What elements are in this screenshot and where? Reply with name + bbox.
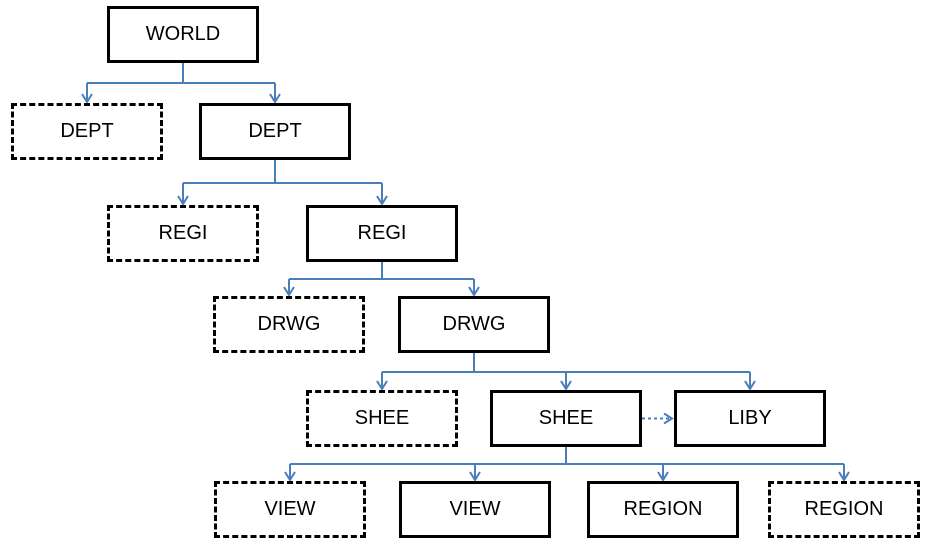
arrowhead [269,93,281,104]
node-view-solid: VIEW [399,481,551,538]
node-label: WORLD [145,23,221,45]
node-regi-dashed: REGI [107,205,259,262]
node-dept-dashed: DEPT [11,103,163,160]
node-world: WORLD [107,6,259,63]
node-drwg-dashed: DRWG [213,296,365,353]
arrowhead [283,286,295,297]
node-label: DEPT [248,120,302,142]
node-regi-solid: REGI [306,205,458,262]
node-label: VIEW [264,498,316,520]
node-shee-solid: SHEE [490,390,642,447]
node-region-dashed: REGION [768,481,920,538]
node-label: LIBY [728,407,772,429]
node-label: DRWG [442,313,506,335]
node-shee-dashed: SHEE [306,390,458,447]
arrowhead [81,93,93,104]
node-drwg-solid: DRWG [398,296,550,353]
node-label: SHEE [538,407,594,429]
node-view-dashed: VIEW [214,481,366,538]
node-label: REGION [623,498,703,520]
arrowhead [284,471,296,482]
arrowhead [376,195,388,206]
node-label: REGI [158,222,208,244]
node-label: DRWG [257,313,321,335]
node-label: REGION [804,498,884,520]
node-liby: LIBY [674,390,826,447]
arrowhead [468,286,480,297]
node-region-solid: REGION [587,481,739,538]
arrowhead [177,195,189,206]
node-label: VIEW [449,498,501,520]
arrowhead [663,412,674,425]
arrowhead [744,380,756,391]
node-dept-solid: DEPT [199,103,351,160]
arrowhead [657,471,669,482]
node-label: REGI [357,222,407,244]
arrowhead [560,380,572,391]
arrowhead [376,380,388,391]
node-label: SHEE [354,407,410,429]
arrowhead [469,471,481,482]
arrowhead [838,471,850,482]
node-label: DEPT [60,120,114,142]
